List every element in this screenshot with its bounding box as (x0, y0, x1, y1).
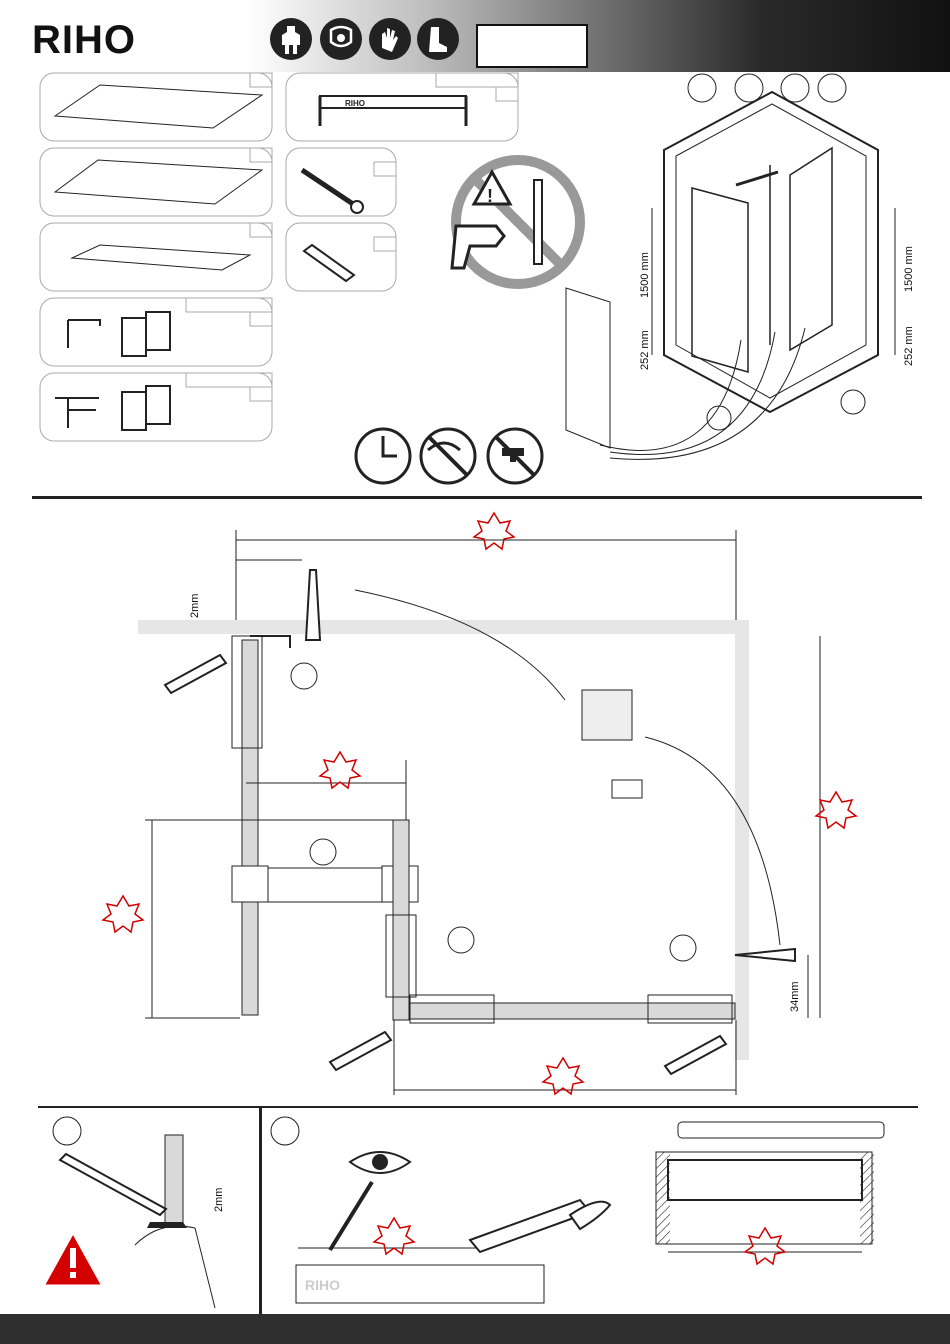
silicone-gun-icon-2 (330, 1032, 391, 1070)
gap-2mm-label: 2mm (189, 594, 201, 618)
no-shower-icon (421, 429, 475, 483)
detail-b-bar-logo: RIHO (305, 1277, 340, 1293)
silicone-gun-icon-1 (165, 655, 226, 693)
detail-divider (259, 1108, 262, 1314)
svg-text:!: ! (487, 186, 493, 206)
detail-a-gap-label: 2mm (213, 1188, 225, 1212)
height-right-lower: 252 mm (903, 326, 915, 366)
height-right-upper: 1500 mm (903, 246, 915, 292)
part-wall-bracket (40, 298, 272, 366)
bar-logo: RIHO (345, 99, 365, 108)
clock-icon (356, 429, 410, 483)
part-wall-plug (286, 223, 396, 291)
footer-band (0, 1314, 950, 1344)
no-drilling-warning: ! (452, 160, 580, 284)
height-left-upper: 1500 mm (639, 252, 651, 298)
no-tap-icon (488, 429, 542, 483)
silicone-gun-icon-3 (665, 1036, 726, 1074)
detail-b-cut-bar: RIHO (271, 1117, 884, 1303)
detail-a-silicone: 2mm (43, 1117, 225, 1308)
plan-view: 2mm 34mm (103, 513, 856, 1095)
height-left-lower: 252 mm (639, 330, 651, 370)
overview-enclosure: 1500 mm 252 mm 1500 mm 252 mm (566, 74, 915, 459)
part-screw (286, 148, 396, 216)
section-divider-top (32, 496, 922, 499)
offset-34mm-label: 34mm (789, 981, 801, 1012)
part-glass-panel-1 (40, 73, 272, 141)
section-divider-bottom (38, 1106, 918, 1108)
part-glass-strip (40, 223, 272, 291)
part-stabiliser-bar: RIHO (286, 73, 518, 141)
part-glass-clamp (40, 373, 272, 441)
part-glass-panel-2 (40, 148, 272, 216)
